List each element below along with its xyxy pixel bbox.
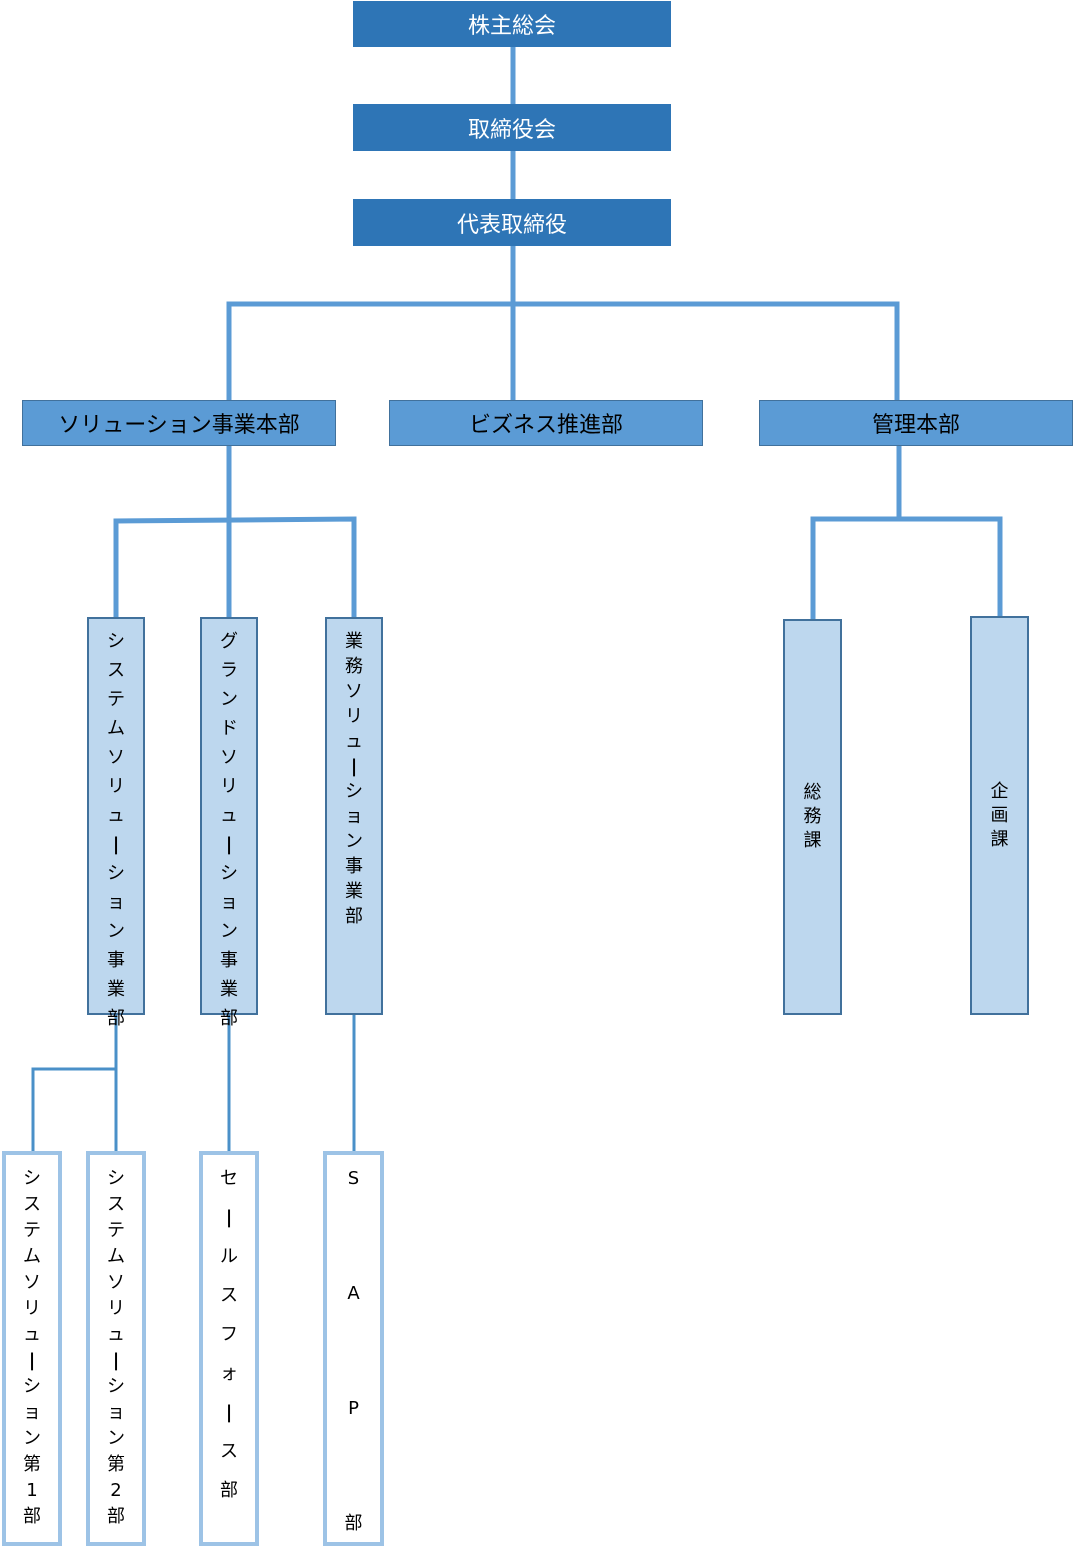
shareholders-meeting-box: 株主総会 (353, 1, 671, 47)
planning-box: 企画課 (970, 616, 1029, 1015)
solutions-division-box: ソリューション事業本部 (22, 400, 336, 446)
business-solutions-dept-label: 業務ソリュ|ション事業部 (345, 631, 363, 927)
planning-label: 企画課 (990, 780, 1009, 850)
management-division-label: 管理本部 (871, 413, 960, 438)
system-solutions-dept-label: システムソリュ|ション事業部 (107, 631, 125, 1029)
business-solutions-dept-box: 業務ソリュ|ション事業部 (325, 617, 383, 1015)
board-of-directors-box: 取締役会 (353, 104, 671, 151)
business-promotion-label: ビズネス推進部 (468, 413, 623, 438)
connector-line (810, 516, 1003, 619)
business-promotion-box: ビズネス推進部 (389, 400, 703, 446)
management-division-box: 管理本部 (759, 400, 1073, 446)
connector-line (226, 301, 900, 400)
general-affairs-label: 総務課 (803, 782, 822, 851)
connector-line (31, 1067, 116, 1151)
salesforce-box: セ|ルスフォ|ス部 (199, 1151, 259, 1546)
connector-line (113, 516, 357, 617)
grand-solutions-dept-label: グランドソリュ|ション事業部 (220, 631, 238, 1029)
solutions-division-label: ソリューション事業本部 (58, 413, 300, 438)
general-affairs-box: 総務課 (783, 619, 842, 1015)
salesforce-label: セ|ルスフォ|ス部 (220, 1168, 238, 1501)
shareholders-meeting-label: 株主総会 (467, 14, 556, 39)
board-of-directors-label: 取締役会 (467, 117, 556, 143)
grand-solutions-dept-box: グランドソリュ|ション事業部 (200, 617, 258, 1028)
representative-director-box: 代表取締役 (353, 199, 671, 246)
representative-director-label: 代表取締役 (456, 212, 567, 238)
system-solutions-dept-box: システムソリュ|ション事業部 (87, 617, 145, 1028)
